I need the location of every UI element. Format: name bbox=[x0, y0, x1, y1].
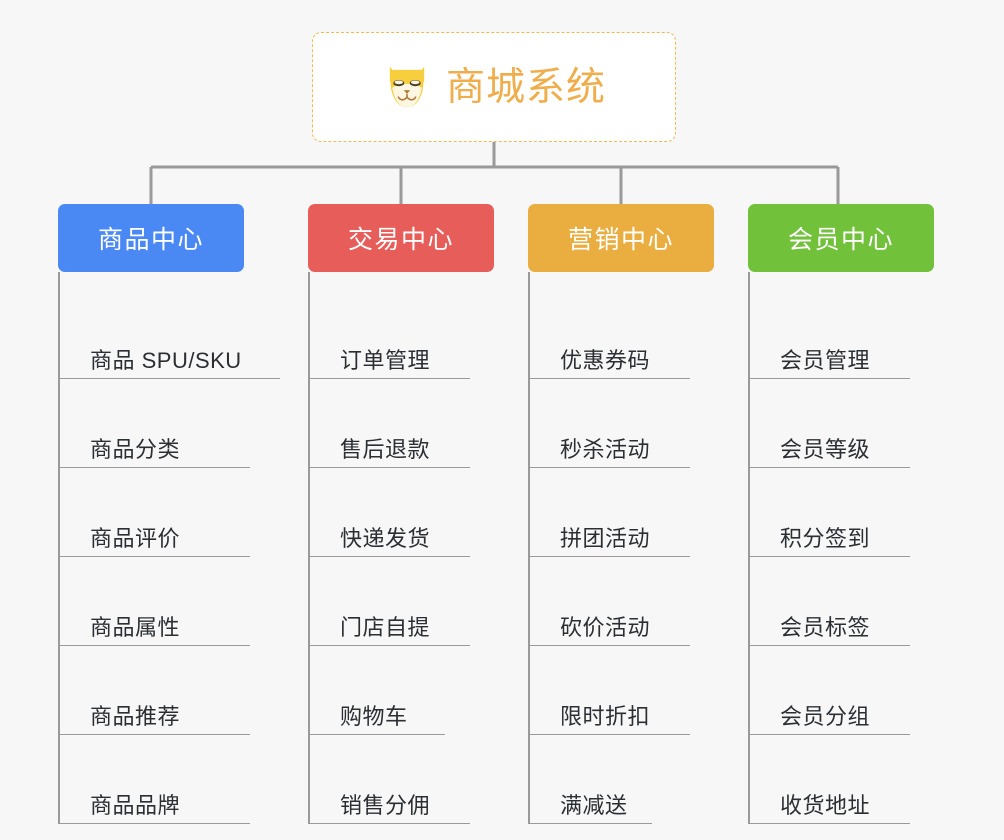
leaf-label: 销售分佣 bbox=[340, 792, 431, 818]
leaf-label: 会员分组 bbox=[780, 703, 871, 729]
leaf-item[interactable]: 优惠券码 bbox=[530, 290, 714, 379]
leaf-item[interactable]: 订单管理 bbox=[310, 290, 494, 379]
branch-header-trade[interactable]: 交易中心 bbox=[308, 204, 494, 272]
leaf-label: 商品属性 bbox=[90, 614, 181, 640]
leaf-label: 商品品牌 bbox=[90, 792, 181, 818]
leaf-list-trade: 订单管理 售后退款 快递发货 门店自提 购物车 销售分佣 bbox=[308, 272, 494, 824]
leaf-item[interactable]: 拼团活动 bbox=[530, 468, 714, 557]
branch-column-trade: 交易中心 订单管理 售后退款 快递发货 门店自提 购物车 销售分佣 bbox=[308, 204, 494, 824]
shiba-dog-face-icon bbox=[389, 66, 425, 108]
branch-header-label: 会员中心 bbox=[787, 226, 894, 254]
leaf-list-marketing: 优惠券码 秒杀活动 拼团活动 砍价活动 限时折扣 满减送 bbox=[528, 272, 714, 824]
leaf-label: 秒杀活动 bbox=[560, 436, 651, 462]
leaf-item[interactable]: 限时折扣 bbox=[530, 646, 714, 735]
leaf-label: 售后退款 bbox=[340, 436, 431, 462]
branch-header-label: 交易中心 bbox=[347, 226, 454, 254]
leaf-item[interactable]: 会员等级 bbox=[750, 379, 934, 468]
leaf-item[interactable]: 商品分类 bbox=[60, 379, 250, 468]
leaf-item[interactable]: 门店自提 bbox=[310, 557, 494, 646]
leaf-label: 优惠券码 bbox=[560, 347, 651, 373]
leaf-item[interactable]: 会员标签 bbox=[750, 557, 934, 646]
leaf-label: 门店自提 bbox=[340, 614, 431, 640]
leaf-label: 积分签到 bbox=[780, 525, 871, 551]
branch-header-member[interactable]: 会员中心 bbox=[748, 204, 934, 272]
branch-header-label: 商品中心 bbox=[97, 226, 204, 254]
leaf-label: 满减送 bbox=[560, 792, 628, 818]
leaf-label: 快递发货 bbox=[340, 525, 431, 551]
branch-header-product[interactable]: 商品中心 bbox=[58, 204, 244, 272]
leaf-label: 商品 SPU/SKU bbox=[90, 347, 242, 373]
leaf-item[interactable]: 收货地址 bbox=[750, 735, 934, 824]
leaf-item[interactable]: 快递发货 bbox=[310, 468, 494, 557]
leaf-item[interactable]: 售后退款 bbox=[310, 379, 494, 468]
leaf-label: 商品评价 bbox=[90, 525, 181, 551]
leaf-label: 会员标签 bbox=[780, 614, 871, 640]
leaf-label: 购物车 bbox=[340, 703, 408, 729]
leaf-label: 限时折扣 bbox=[560, 703, 651, 729]
branch-column-product: 商品中心 商品 SPU/SKU 商品分类 商品评价 商品属性 商品推荐 商品品牌 bbox=[58, 204, 280, 824]
leaf-label: 砍价活动 bbox=[560, 614, 651, 640]
leaf-label: 收货地址 bbox=[780, 792, 871, 818]
leaf-label: 商品推荐 bbox=[90, 703, 181, 729]
leaf-item[interactable]: 购物车 bbox=[310, 646, 494, 735]
root-node[interactable]: 商城系统 bbox=[312, 32, 676, 142]
leaf-item[interactable]: 销售分佣 bbox=[310, 735, 494, 824]
branch-header-marketing[interactable]: 营销中心 bbox=[528, 204, 714, 272]
leaf-item[interactable]: 会员分组 bbox=[750, 646, 934, 735]
leaf-item[interactable]: 砍价活动 bbox=[530, 557, 714, 646]
leaf-item[interactable]: 秒杀活动 bbox=[530, 379, 714, 468]
leaf-label: 会员等级 bbox=[780, 436, 871, 462]
leaf-label: 订单管理 bbox=[340, 347, 431, 373]
leaf-item[interactable]: 商品属性 bbox=[60, 557, 250, 646]
leaf-item[interactable]: 商品 SPU/SKU bbox=[60, 290, 280, 379]
leaf-item[interactable]: 商品品牌 bbox=[60, 735, 250, 824]
branch-column-member: 会员中心 会员管理 会员等级 积分签到 会员标签 会员分组 收货地址 bbox=[748, 204, 934, 824]
leaf-item[interactable]: 商品推荐 bbox=[60, 646, 250, 735]
leaf-list-member: 会员管理 会员等级 积分签到 会员标签 会员分组 收货地址 bbox=[748, 272, 934, 824]
leaf-label: 商品分类 bbox=[90, 436, 181, 462]
leaf-item[interactable]: 积分签到 bbox=[750, 468, 934, 557]
leaf-item[interactable]: 满减送 bbox=[530, 735, 714, 824]
leaf-label: 会员管理 bbox=[780, 347, 871, 373]
root-title: 商城系统 bbox=[445, 65, 606, 109]
leaf-item[interactable]: 商品评价 bbox=[60, 468, 250, 557]
leaf-item[interactable]: 会员管理 bbox=[750, 290, 934, 379]
branch-column-marketing: 营销中心 优惠券码 秒杀活动 拼团活动 砍价活动 限时折扣 满减送 bbox=[528, 204, 714, 824]
leaf-list-product: 商品 SPU/SKU 商品分类 商品评价 商品属性 商品推荐 商品品牌 bbox=[58, 272, 280, 824]
branch-header-label: 营销中心 bbox=[567, 226, 674, 254]
leaf-label: 拼团活动 bbox=[560, 525, 651, 551]
